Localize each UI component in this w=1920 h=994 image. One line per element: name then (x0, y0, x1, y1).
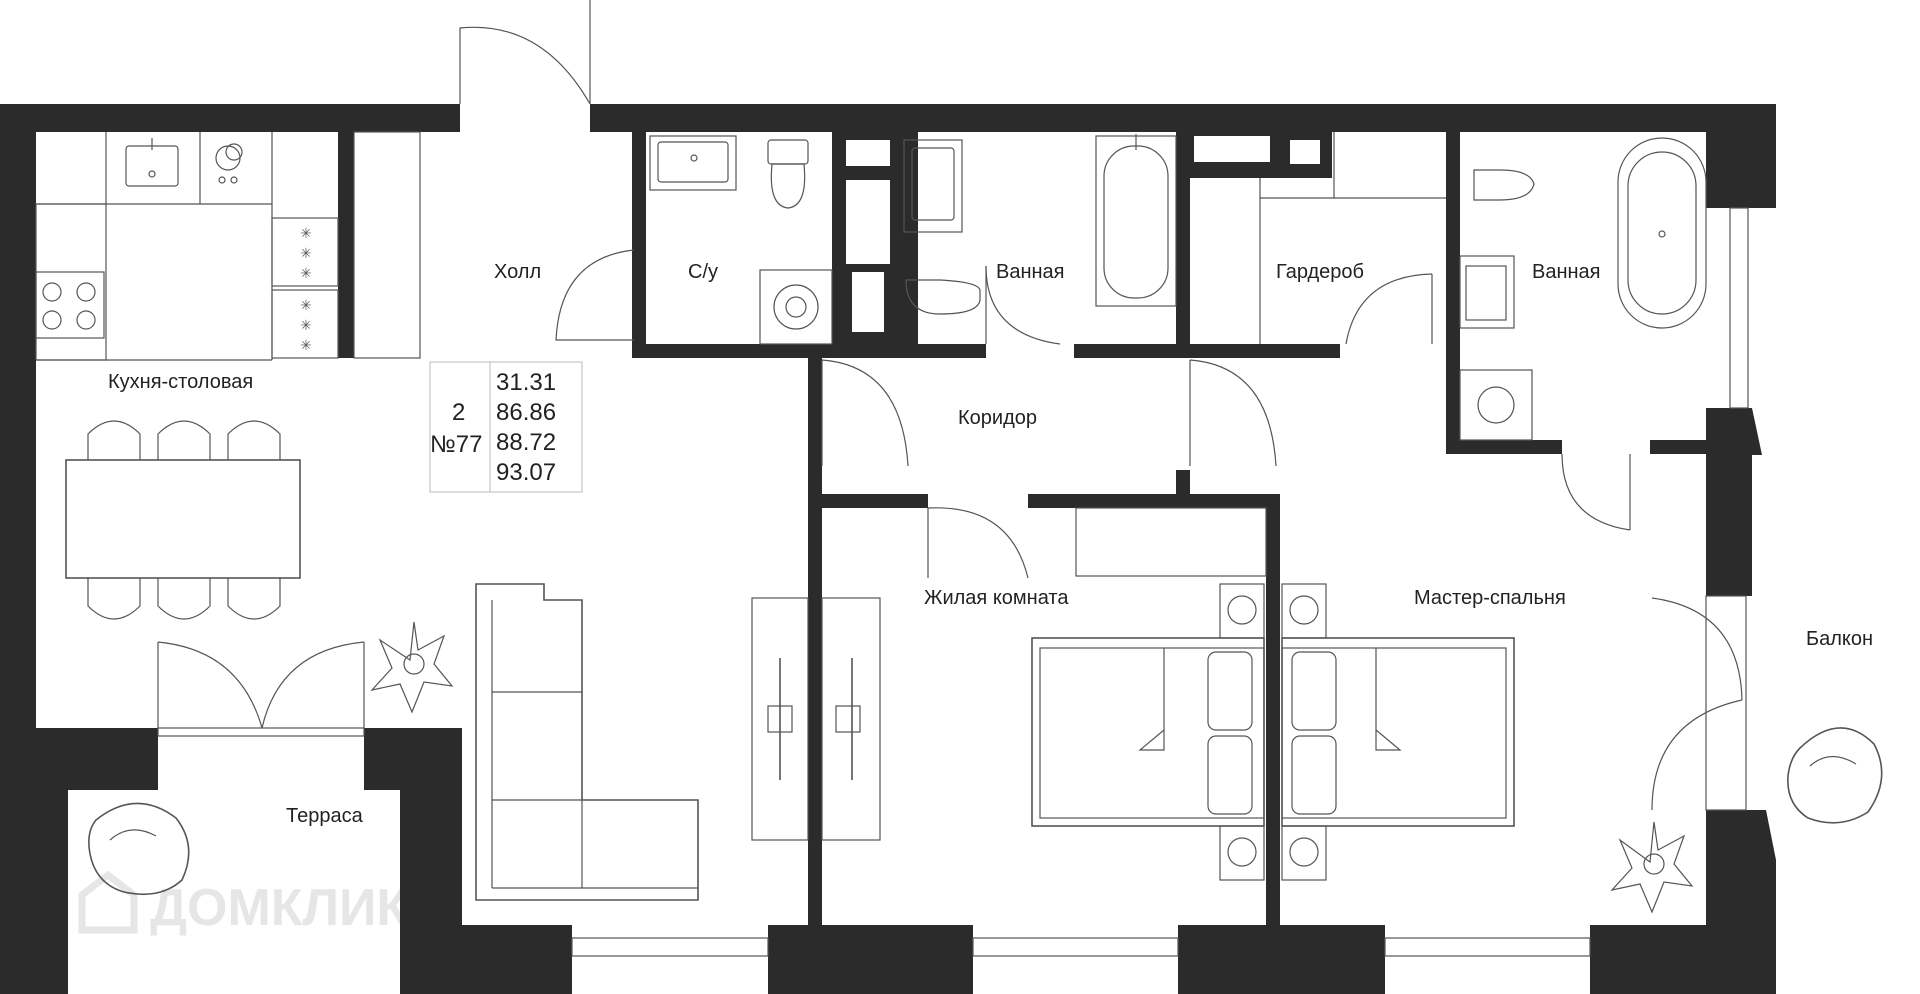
svg-text:✳: ✳ (300, 245, 312, 261)
kitchen-sink-icon (125, 138, 179, 187)
plant-master (1610, 821, 1694, 914)
label-kitchen: Кухня-столовая (108, 371, 253, 393)
label-bath2: Ванная (1532, 261, 1601, 283)
room-labels: Кухня-столовая Холл С/у Ванная Гардероб … (108, 261, 1873, 827)
oven-columns: ✳ ✳ ✳ ✳ ✳ ✳ (271, 217, 339, 359)
watermark-logo-icon (78, 870, 138, 934)
watermark: ДОМКЛИК (78, 870, 408, 937)
label-bath1: Ванная (996, 261, 1065, 283)
master-bed (1281, 637, 1515, 827)
desk-left (751, 597, 809, 841)
dishwasher-icon (215, 143, 243, 184)
area-4: 93.07 (496, 459, 556, 486)
label-master: Мастер-спальня (1414, 587, 1566, 609)
area-3: 88.72 (496, 429, 556, 456)
nightstands (1219, 583, 1327, 881)
doors (157, 0, 1743, 811)
wc-fixtures (649, 135, 833, 345)
windows (157, 207, 1749, 957)
watermark-text: ДОМКЛИК (150, 879, 408, 937)
niche-cutouts (846, 136, 1320, 332)
stove-icon (35, 271, 105, 339)
label-balcony: Балкон (1806, 628, 1873, 650)
living-room-bed (1031, 637, 1265, 827)
label-wc: С/у (688, 261, 718, 283)
desk-right (821, 597, 881, 841)
apartment-info-box: 2 №77 31.31 86.86 88.72 93.07 (429, 361, 583, 493)
label-living: Жилая комната (924, 587, 1069, 609)
dining-table (65, 420, 301, 620)
rooms-count: 2 (452, 399, 465, 426)
label-hall: Холл (494, 261, 541, 283)
label-terrace: Терраса (286, 805, 364, 827)
svg-text:✳: ✳ (300, 317, 312, 333)
hall-wardrobe (353, 131, 421, 359)
living-room-wardrobe (1075, 507, 1267, 577)
bathroom1-fixtures (903, 134, 1177, 315)
plant-living (370, 621, 454, 714)
svg-text:✳: ✳ (300, 297, 312, 313)
bathroom2-fixtures (1459, 137, 1707, 441)
balcony-chair (1787, 727, 1883, 824)
svg-text:✳: ✳ (300, 225, 312, 241)
area-2: 86.86 (496, 399, 556, 426)
sofa (475, 583, 699, 901)
svg-text:✳: ✳ (300, 265, 312, 281)
terrace-chair (88, 802, 190, 896)
area-1: 31.31 (496, 369, 556, 396)
svg-text:✳: ✳ (300, 337, 312, 353)
wardrobe-storage (1259, 132, 1446, 344)
apartment-number: №77 (430, 431, 482, 458)
label-wardrobe: Гардероб (1276, 261, 1364, 283)
label-corridor: Коридор (958, 407, 1037, 429)
